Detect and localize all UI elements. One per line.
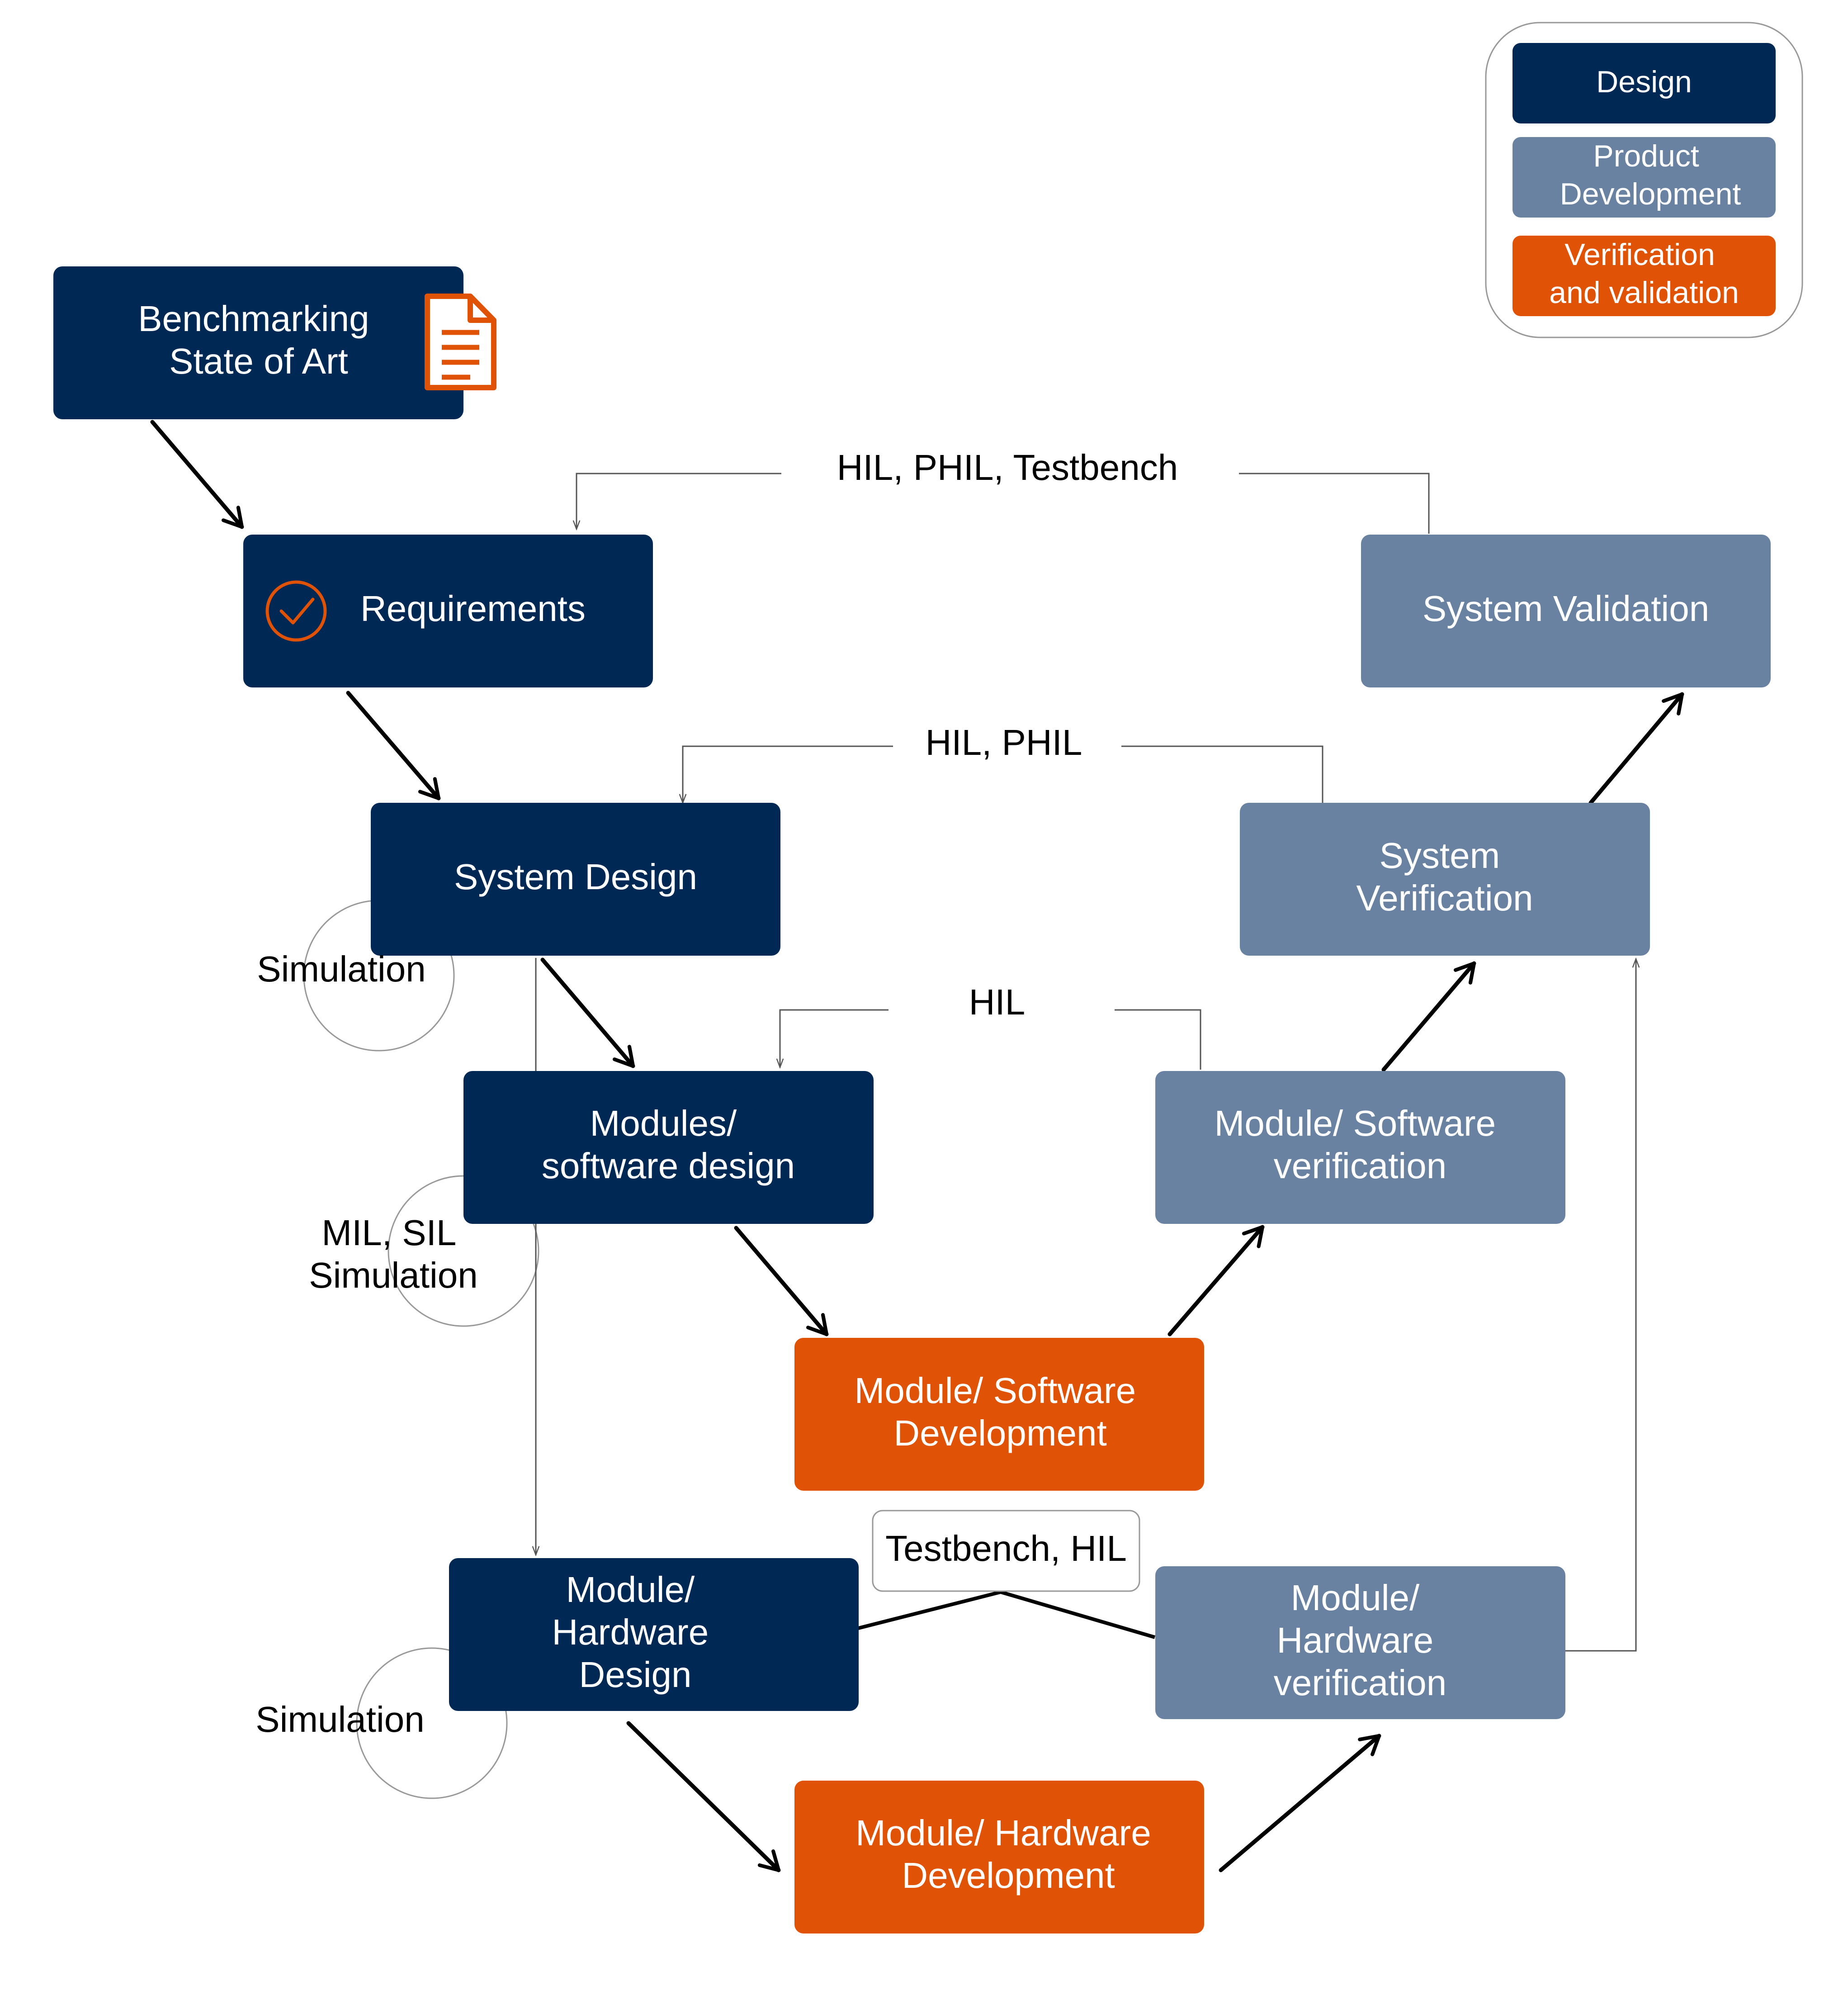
box-system-validation: System Validation xyxy=(1361,535,1771,687)
arrow-system-design-to-modules xyxy=(540,957,635,1068)
box-system-verification: System Verification xyxy=(1240,803,1650,956)
legend-swatch-design xyxy=(1512,43,1776,123)
arrow-modules-to-software-development xyxy=(734,1226,829,1336)
arrow-software-verification-to-system-verification xyxy=(1381,961,1476,1072)
box-modules-software-design: Modules/ software design xyxy=(463,1071,874,1224)
check-circle-icon xyxy=(265,580,327,642)
box-requirements-label: Requirements xyxy=(360,588,586,629)
box-system-design-label: System Design xyxy=(454,857,697,897)
connector-hil-phil-testbench xyxy=(1239,473,1430,534)
arrow-hardware-design-to-hardware-development xyxy=(626,1721,781,1872)
label-hil: HIL xyxy=(969,982,1026,1022)
label-hil-phil: HIL, PHIL xyxy=(926,722,1082,763)
connector-hil-phil xyxy=(1121,745,1323,803)
label-mil-sil-simulation: MIL, SIL Simulation xyxy=(309,1213,478,1295)
legend-swatch-product-development xyxy=(1512,137,1776,218)
box-module-hardware-design-label: Module/ Hardware Design xyxy=(552,1569,718,1695)
simulation-circle-bottom xyxy=(356,1647,508,1799)
label-testbench-hil: Testbench, HIL xyxy=(885,1528,1127,1569)
box-module-hardware-verification-label: Module/ Hardware verification xyxy=(1274,1578,1446,1703)
connector-hil-phil-testbench-left xyxy=(577,473,781,529)
box-module-software-verification: Module/ Software verification xyxy=(1155,1071,1565,1224)
arrow-hardware-development-to-hardware-verification xyxy=(1219,1734,1381,1872)
box-system-verification-label: System Verification xyxy=(1356,835,1533,918)
document-icon xyxy=(425,294,496,390)
connector-hil xyxy=(1115,1009,1201,1070)
box-module-hardware-design: Module/ Hardware Design xyxy=(449,1558,859,1711)
connector-hil-phil-left xyxy=(683,745,893,803)
legend-label-verification-validation: Verification and validation xyxy=(1549,237,1739,310)
box-module-software-development-label: Module/ Software Development xyxy=(855,1370,1146,1453)
legend-label-design: Design xyxy=(1596,65,1692,99)
arrow-system-verification-to-system-validation xyxy=(1588,692,1684,805)
legend: Design Product Development Verification … xyxy=(1485,22,1803,338)
legend-item-design: Design xyxy=(1512,43,1776,123)
box-system-design: System Design xyxy=(371,803,780,956)
label-simulation-bottom: Simulation xyxy=(255,1699,425,1739)
label-simulation-top: Simulation xyxy=(257,949,426,989)
arrow-software-development-to-software-verification xyxy=(1167,1225,1265,1336)
box-modules-software-design-label: Modules/ software design xyxy=(542,1103,795,1186)
box-module-hardware-development-label: Module/ Hardware Development xyxy=(855,1813,1161,1896)
arrow-benchmarking-to-requirements xyxy=(150,420,244,529)
legend-item-product-development: Product Development xyxy=(1512,137,1776,218)
box-module-hardware-verification: Module/ Hardware verification xyxy=(1155,1566,1565,1719)
connector-testbench-hil xyxy=(858,1590,1156,1639)
box-module-software-development: Module/ Software Development xyxy=(794,1338,1204,1491)
label-testbench-hil-box: Testbench, HIL xyxy=(872,1510,1140,1592)
box-requirements: Requirements xyxy=(243,535,653,687)
arrow-requirements-to-system-design xyxy=(346,691,441,801)
connector-hil-left xyxy=(780,1009,889,1067)
legend-swatch-verification-validation xyxy=(1512,236,1776,316)
label-hil-phil-testbench: HIL, PHIL, Testbench xyxy=(837,447,1178,488)
box-benchmarking: Benchmarking State of Art xyxy=(53,266,463,419)
legend-item-verification-validation: Verification and validation xyxy=(1512,236,1776,316)
legend-label-product-development: Product Development xyxy=(1560,139,1741,211)
box-module-hardware-development: Module/ Hardware Development xyxy=(794,1781,1204,1933)
box-system-validation-label: System Validation xyxy=(1423,588,1709,629)
box-module-software-verification-label: Module/ Software verification xyxy=(1215,1103,1506,1186)
box-benchmarking-label: Benchmarking State of Art xyxy=(138,299,379,381)
connector-hardware-verification-to-system-verification xyxy=(1565,959,1636,1652)
